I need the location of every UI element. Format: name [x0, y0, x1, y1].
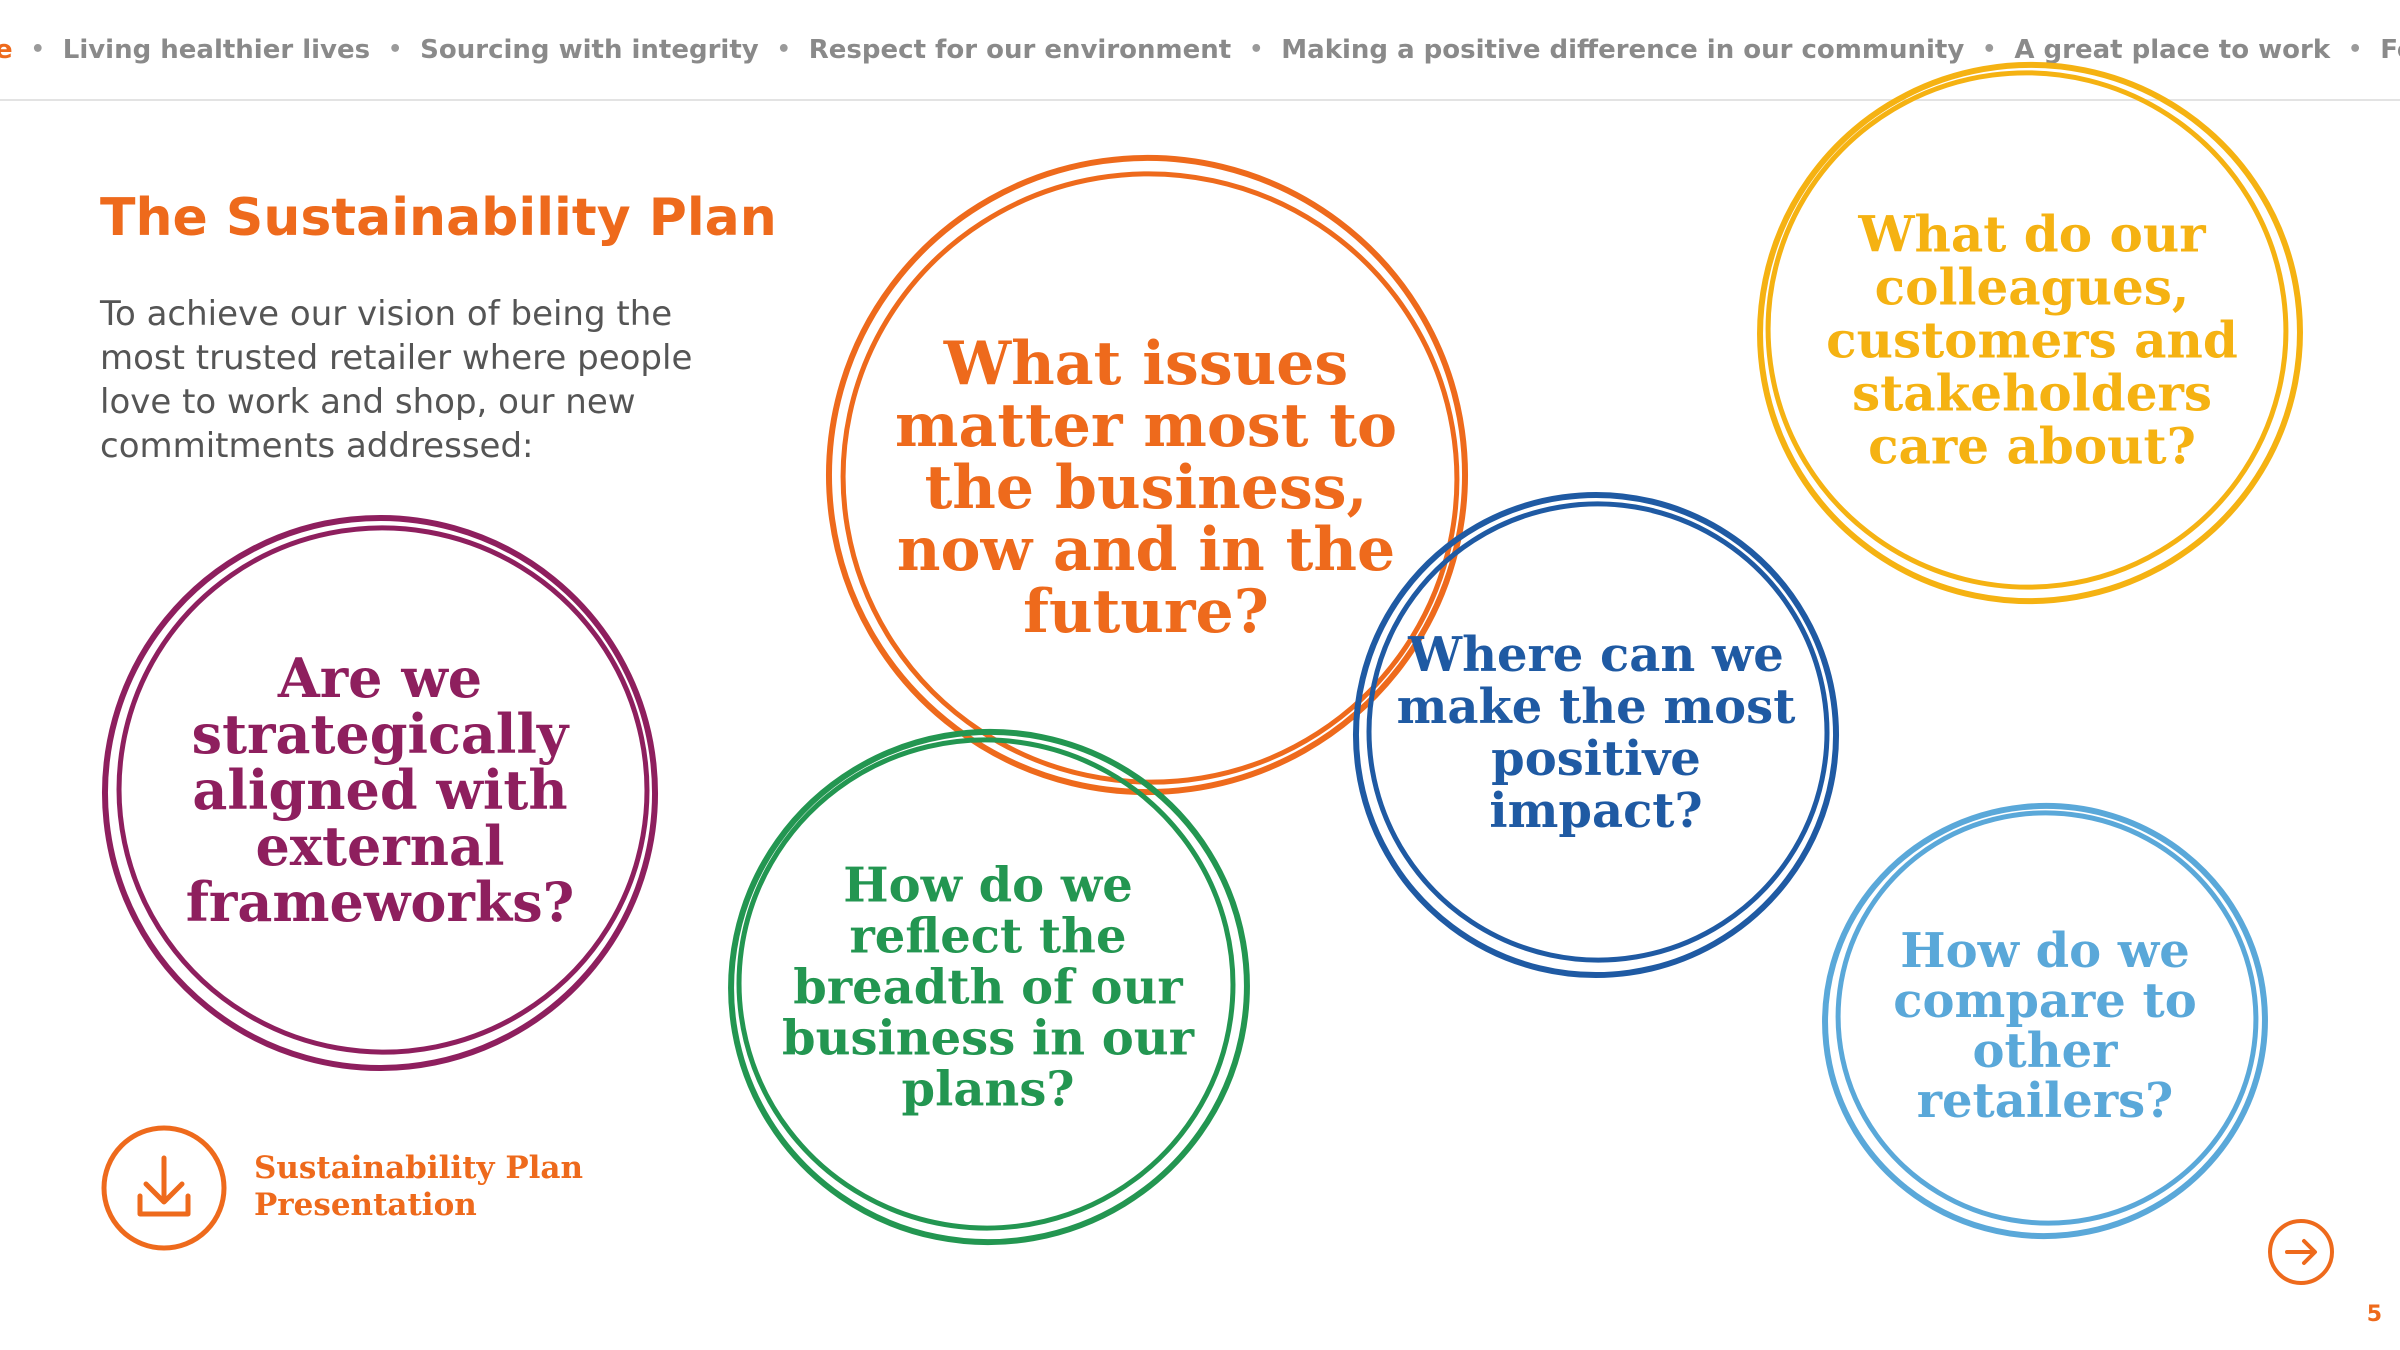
- nav-item-living-healthier-lives[interactable]: Living healthier lives: [62, 34, 371, 65]
- question-stakeholders: What do our colleagues, customers and st…: [1826, 204, 2238, 476]
- nav-separator: •: [1982, 37, 1997, 62]
- top-navigation: Welcome • Living healthier lives • Sourc…: [0, 0, 2400, 101]
- nav-separator: •: [2348, 37, 2363, 62]
- arrow-right-icon[interactable]: [2267, 1218, 2335, 1286]
- circle-strategic: [102, 515, 658, 1071]
- question-compare: How do we compare to other retailers?: [1893, 923, 2197, 1129]
- page-title: The Sustainability Plan: [100, 188, 777, 248]
- nav-separator: •: [1249, 37, 1264, 62]
- circle-compare: [1822, 802, 2268, 1240]
- circle-stakeholders: [1757, 61, 2303, 605]
- page-number: 5: [2366, 1302, 2382, 1327]
- download-icon[interactable]: [100, 1124, 228, 1252]
- nav-item-great-place-to-work[interactable]: A great place to work: [2014, 34, 2331, 65]
- circle-impact: [1353, 492, 1839, 978]
- question-issues: What issues matter most to the business,…: [894, 329, 1398, 647]
- question-breadth: How do we reflect the breadth of our bus…: [782, 857, 1194, 1118]
- download-presentation-link[interactable]: Sustainability Plan Presentation: [254, 1150, 584, 1223]
- nav-item-sourcing-with-integrity[interactable]: Sourcing with integrity: [420, 34, 759, 65]
- nav-separator: •: [388, 37, 403, 62]
- question-impact: Where can we make the most positive impa…: [1396, 627, 1796, 839]
- intro-text: To achieve our vision of being the most …: [100, 294, 693, 466]
- nav-separator: •: [30, 37, 45, 62]
- circle-breadth: [728, 728, 1250, 1246]
- nav-item-respect-for-environment[interactable]: Respect for our environment: [808, 34, 1232, 65]
- nav-item-feedback[interactable]: Feedback: [2380, 34, 2400, 65]
- question-strategic: Are we strategically aligned with extern…: [185, 646, 575, 934]
- nav-separator: •: [776, 37, 791, 62]
- nav-item-welcome[interactable]: Welcome: [0, 34, 13, 65]
- nav-item-positive-difference-community[interactable]: Making a positive difference in our comm…: [1281, 34, 1965, 65]
